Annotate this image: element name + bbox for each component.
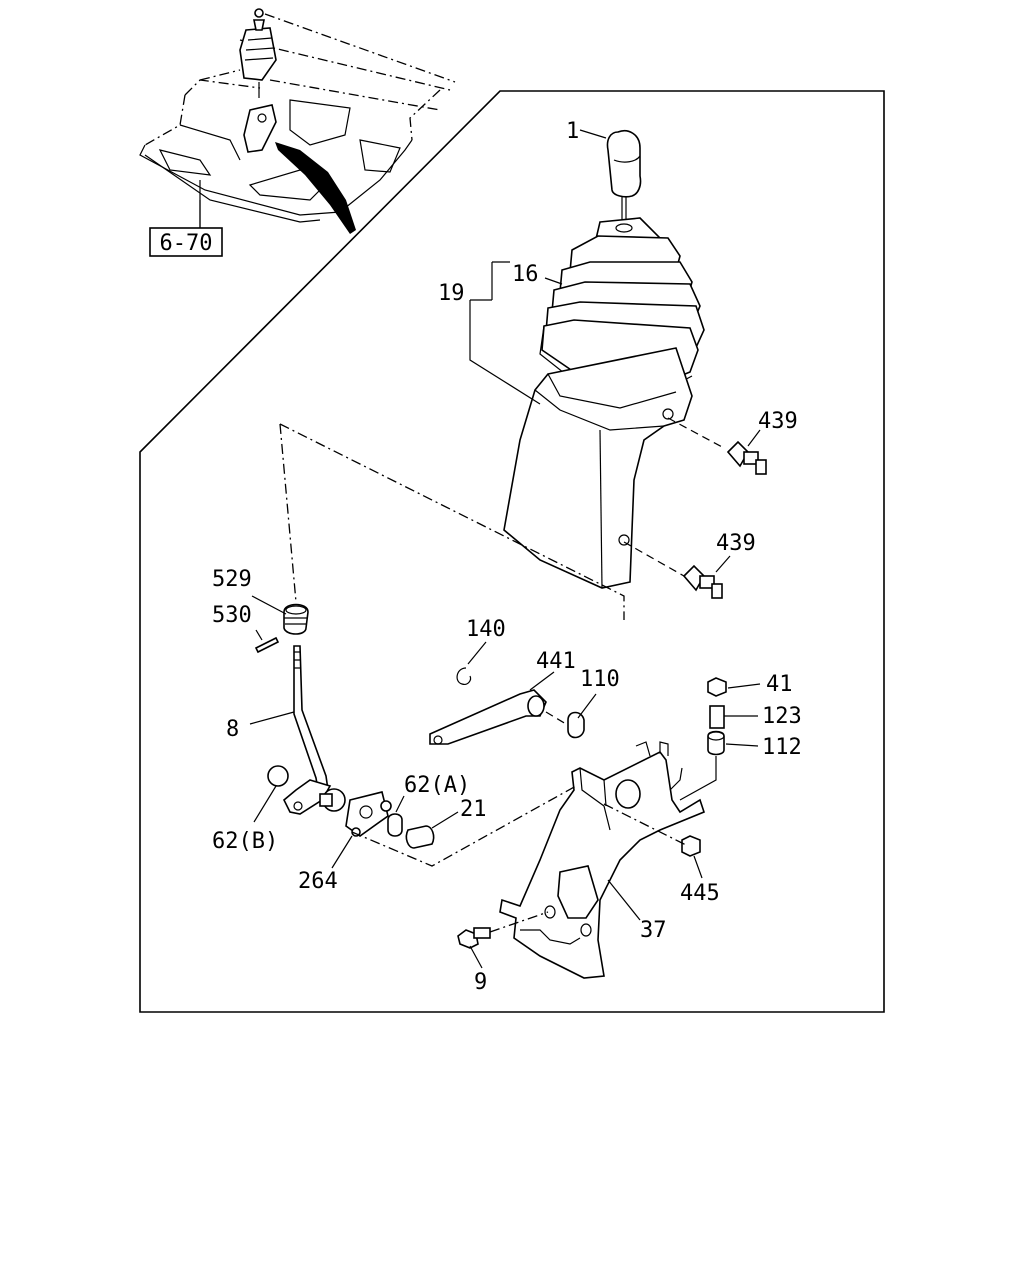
part-lever-rod xyxy=(254,603,346,815)
label-part-21[interactable]: 21 xyxy=(460,797,487,822)
leader-lines xyxy=(199,129,761,969)
label-part-1[interactable]: 1 xyxy=(566,119,579,144)
part-bolt-439-lower xyxy=(682,564,723,599)
label-part-140[interactable]: 140 xyxy=(466,617,506,642)
part-bolt-439-upper xyxy=(726,440,767,475)
part-bushing-110 xyxy=(567,711,585,739)
label-part-41[interactable]: 41 xyxy=(766,672,793,697)
label-part-112[interactable]: 112 xyxy=(762,735,802,760)
part-bushing-62a xyxy=(387,813,403,837)
label-part-62a[interactable]: 62(A) xyxy=(404,773,470,798)
pointer-wedge xyxy=(275,142,356,234)
label-part-530[interactable]: 530 xyxy=(212,603,252,628)
label-part-16[interactable]: 16 xyxy=(512,262,539,287)
part-clip-140 xyxy=(456,667,472,685)
reference-box[interactable]: 6-70 xyxy=(149,227,223,257)
part-nut-445 xyxy=(681,835,701,857)
label-part-439-lower[interactable]: 439 xyxy=(716,531,756,556)
part-shift-knob xyxy=(606,130,642,226)
diagram-frame xyxy=(139,90,885,1013)
label-part-445[interactable]: 445 xyxy=(680,881,720,906)
label-part-8[interactable]: 8 xyxy=(226,717,239,742)
reference-box-label: 6-70 xyxy=(160,231,213,256)
label-part-439-upper[interactable]: 439 xyxy=(758,409,798,434)
part-bolt-9 xyxy=(457,927,491,949)
part-bushing-112 xyxy=(707,730,725,756)
part-bracket-37 xyxy=(499,741,705,979)
label-part-441[interactable]: 441 xyxy=(536,649,576,674)
label-part-9[interactable]: 9 xyxy=(474,970,487,995)
part-plate-264 xyxy=(345,791,392,837)
part-bushing-21 xyxy=(405,825,435,849)
part-shift-boot xyxy=(539,217,705,393)
part-nut-41 xyxy=(707,677,727,697)
label-part-123[interactable]: 123 xyxy=(762,704,802,729)
part-collar-123 xyxy=(709,705,725,729)
label-part-529[interactable]: 529 xyxy=(212,567,252,592)
label-part-110[interactable]: 110 xyxy=(580,667,620,692)
label-part-62b[interactable]: 62(B) xyxy=(212,829,278,854)
label-part-37[interactable]: 37 xyxy=(640,918,667,943)
cab-floor-inset xyxy=(139,8,456,234)
part-console-cover xyxy=(503,347,693,589)
label-part-19[interactable]: 19 xyxy=(438,281,465,306)
part-arm-441 xyxy=(429,689,547,745)
label-part-264[interactable]: 264 xyxy=(298,869,338,894)
